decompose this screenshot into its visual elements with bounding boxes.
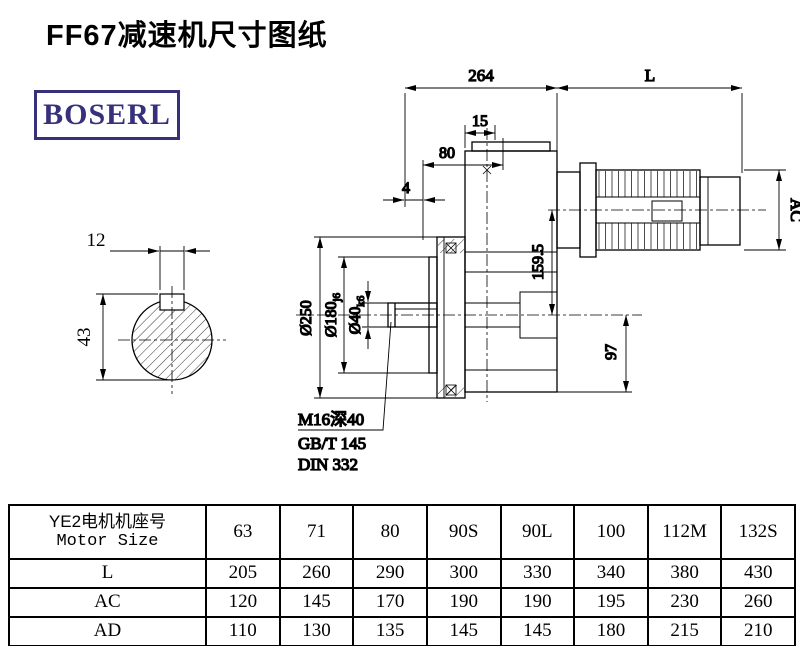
size-header-cell: 132S bbox=[720, 504, 796, 560]
value-cell: 430 bbox=[720, 558, 796, 589]
dim-43 bbox=[96, 293, 170, 381]
value-cell: 135 bbox=[352, 616, 428, 646]
table-row-AC: AC 120 145 170 190 190 195 230 260 bbox=[8, 587, 796, 618]
table-header-row: YE2电机机座号 Motor Size 63 71 80 90S 90L 100… bbox=[8, 504, 796, 560]
dim-80-label: 80 bbox=[439, 145, 455, 162]
value-cell: 190 bbox=[425, 587, 502, 618]
dim-4-label: 4 bbox=[402, 180, 410, 197]
row-label-cell: AC bbox=[8, 587, 207, 618]
value-cell: 145 bbox=[425, 616, 502, 646]
flange-bolt-marks bbox=[445, 242, 457, 396]
dim-d40-label: Ø40k6 bbox=[347, 295, 367, 334]
size-header-cell: 63 bbox=[205, 504, 281, 560]
row-label-cell: L bbox=[8, 558, 207, 589]
dim-d180-fit: j6 bbox=[331, 292, 343, 302]
brand-logo: BOSERL bbox=[34, 90, 180, 140]
value-cell: 195 bbox=[573, 587, 649, 618]
value-cell: 120 bbox=[205, 587, 281, 618]
size-header-cell: 71 bbox=[278, 504, 355, 560]
section-center-lines bbox=[118, 286, 226, 394]
dim-AC-label: AC bbox=[787, 198, 800, 222]
motor-nameplate bbox=[651, 200, 683, 222]
dim-L-label: L bbox=[645, 66, 655, 85]
table-row-AD: AD 110 130 135 145 145 180 215 210 bbox=[8, 616, 796, 646]
table-row-L: L 205 260 290 300 330 340 380 430 bbox=[8, 558, 796, 589]
value-cell: 230 bbox=[646, 587, 723, 618]
dim-12-label: 12 bbox=[87, 230, 106, 251]
value-cell: 260 bbox=[720, 587, 796, 618]
motor-size-header-cell: YE2电机机座号 Motor Size bbox=[8, 504, 207, 560]
size-header-cell: 90S bbox=[425, 504, 502, 560]
dimension-drawing: 12 43 bbox=[74, 65, 800, 475]
dim-d40-fit: k6 bbox=[355, 295, 367, 307]
motor-size-table: YE2电机机座号 Motor Size 63 71 80 90S 90L 100… bbox=[8, 504, 796, 646]
value-cell: 260 bbox=[278, 558, 355, 589]
size-header-cell: 80 bbox=[352, 504, 428, 560]
brand-logo-text: BOSERL bbox=[43, 98, 171, 131]
dimension-lines bbox=[298, 85, 786, 431]
value-cell: 290 bbox=[352, 558, 428, 589]
value-cell: 215 bbox=[646, 616, 723, 646]
size-header-cell: 112M bbox=[646, 504, 723, 560]
value-cell: 130 bbox=[278, 616, 355, 646]
dim-97-label: 97 bbox=[603, 344, 620, 360]
dim-159-5-label: 159.5 bbox=[530, 244, 547, 280]
output-flange bbox=[428, 236, 466, 399]
value-cell: 210 bbox=[720, 616, 796, 646]
value-cell: 300 bbox=[425, 558, 502, 589]
dim-15-label: 15 bbox=[472, 113, 488, 130]
value-cell: 330 bbox=[499, 558, 576, 589]
header-cn: YE2电机机座号 bbox=[48, 511, 167, 531]
value-cell: 170 bbox=[352, 587, 428, 618]
dim-d180-value: Ø180 bbox=[323, 302, 340, 338]
value-cell: 380 bbox=[646, 558, 723, 589]
dim-d250-label: Ø250 bbox=[298, 300, 315, 336]
dim-12 bbox=[110, 246, 210, 290]
note-din-text: DIN 332 bbox=[298, 455, 358, 474]
size-header-cell: 100 bbox=[573, 504, 649, 560]
note-gb-text: GB/T 145 bbox=[298, 434, 366, 453]
value-cell: 180 bbox=[573, 616, 649, 646]
main-view: 264 L 15 80 4 AC Ø250 Ø180j6 Ø40k6 159.5… bbox=[296, 65, 800, 475]
size-header-cell: 90L bbox=[499, 504, 576, 560]
value-cell: 190 bbox=[499, 587, 576, 618]
header-en: Motor Size bbox=[56, 532, 159, 551]
note-thread-text: M16深40 bbox=[298, 410, 364, 429]
fan-cover bbox=[699, 176, 741, 246]
dim-d180-label: Ø180j6 bbox=[323, 292, 343, 337]
value-cell: 205 bbox=[205, 558, 281, 589]
dim-d40-value: Ø40 bbox=[347, 307, 364, 335]
value-cell: 145 bbox=[499, 616, 576, 646]
value-cell: 110 bbox=[205, 616, 281, 646]
center-lines bbox=[296, 128, 766, 402]
page-title: FF67减速机尺寸图纸 bbox=[46, 20, 328, 52]
dim-43-label: 43 bbox=[74, 328, 95, 347]
value-cell: 145 bbox=[278, 587, 355, 618]
value-cell: 340 bbox=[573, 558, 649, 589]
shaft-section-view: 12 43 bbox=[74, 230, 226, 394]
dim-264-label: 264 bbox=[468, 66, 494, 85]
motor bbox=[556, 162, 741, 258]
row-label-cell: AD bbox=[8, 616, 207, 646]
